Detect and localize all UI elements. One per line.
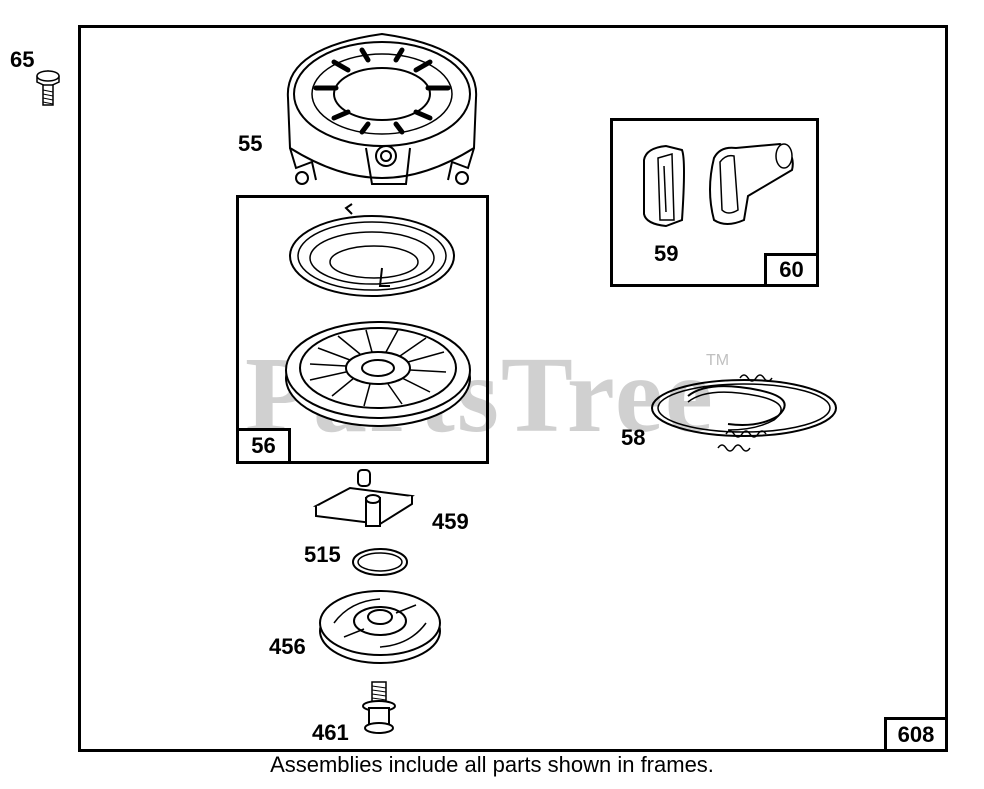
part-label-58: 58 [621, 425, 646, 450]
screw-part-65[interactable] [33, 68, 63, 110]
assembly-frame-56-label: 56 [236, 428, 291, 464]
part-label-59: 59 [654, 241, 679, 266]
rope-part-58[interactable] [648, 368, 842, 460]
housing-part-55[interactable] [276, 28, 488, 192]
part-label-65: 65 [10, 47, 35, 72]
grip-part-59[interactable] [636, 140, 798, 232]
main-frame [78, 25, 948, 752]
assembly-frame-56[interactable] [236, 195, 489, 464]
caption: Assemblies include all parts shown in fr… [270, 752, 714, 777]
spring-part-56[interactable] [282, 200, 462, 310]
pulley-cup-part-456[interactable] [314, 583, 446, 669]
assembly-frame-60[interactable] [610, 118, 819, 287]
main-frame-label: 608 [884, 717, 948, 752]
part-label-459: 459 [432, 509, 469, 534]
assembly-frame-60-label: 60 [764, 253, 819, 287]
bolt-part-461[interactable] [356, 680, 402, 736]
pulley-part-56[interactable] [280, 316, 476, 442]
ring-part-515[interactable] [350, 545, 410, 579]
part-label-461: 461 [312, 720, 349, 745]
pawl-part-459[interactable] [310, 468, 420, 532]
part-label-456: 456 [269, 634, 306, 659]
part-label-55: 55 [238, 131, 263, 156]
watermark-tm: TM [706, 352, 730, 369]
part-label-515: 515 [304, 542, 341, 567]
